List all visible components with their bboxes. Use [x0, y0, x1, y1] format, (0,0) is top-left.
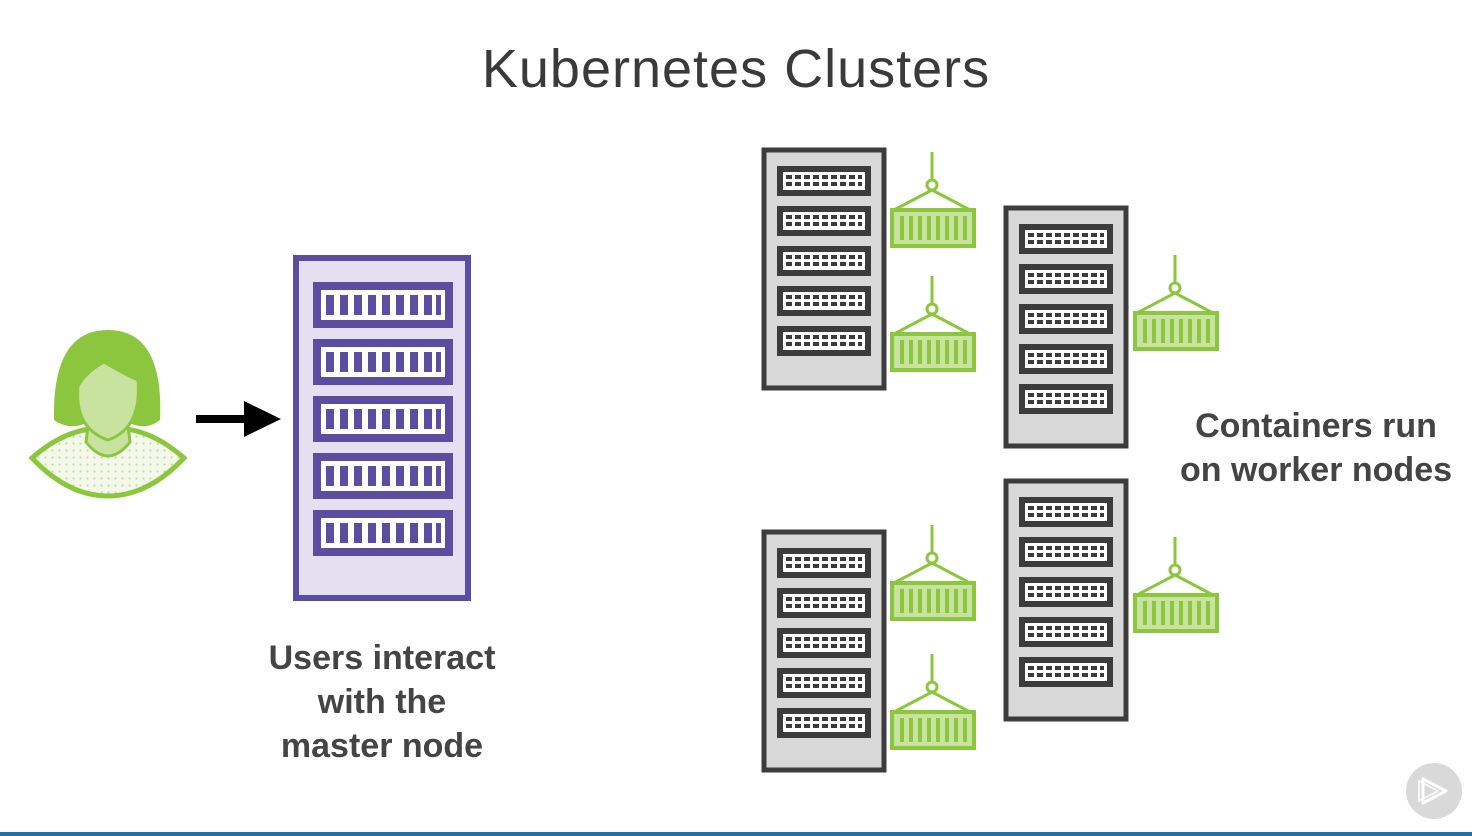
progress-bar: [0, 832, 1472, 836]
user-icon: [28, 330, 188, 499]
container-icon: [890, 150, 976, 248]
container-icon: [890, 652, 976, 750]
master-node-server-icon: [293, 255, 471, 601]
master-node-caption: Users interact with the master node: [268, 639, 496, 765]
slide-title: Kubernetes Clusters: [481, 39, 991, 99]
arrow-right-icon: [196, 401, 281, 437]
play-button-icon: [1418, 777, 1448, 805]
container-icon: [1133, 535, 1219, 633]
play-button[interactable]: [1406, 763, 1462, 819]
worker-node-server-icon: [764, 532, 884, 770]
worker-node-server-icon: [1006, 208, 1126, 446]
worker-node-server-icon: [764, 150, 884, 388]
worker-node-server-icon: [1006, 481, 1126, 719]
container-icon: [890, 523, 976, 621]
container-icon: [1133, 253, 1219, 351]
worker-nodes-caption: Containers run on worker nodes: [1179, 407, 1453, 489]
container-icon: [890, 274, 976, 372]
